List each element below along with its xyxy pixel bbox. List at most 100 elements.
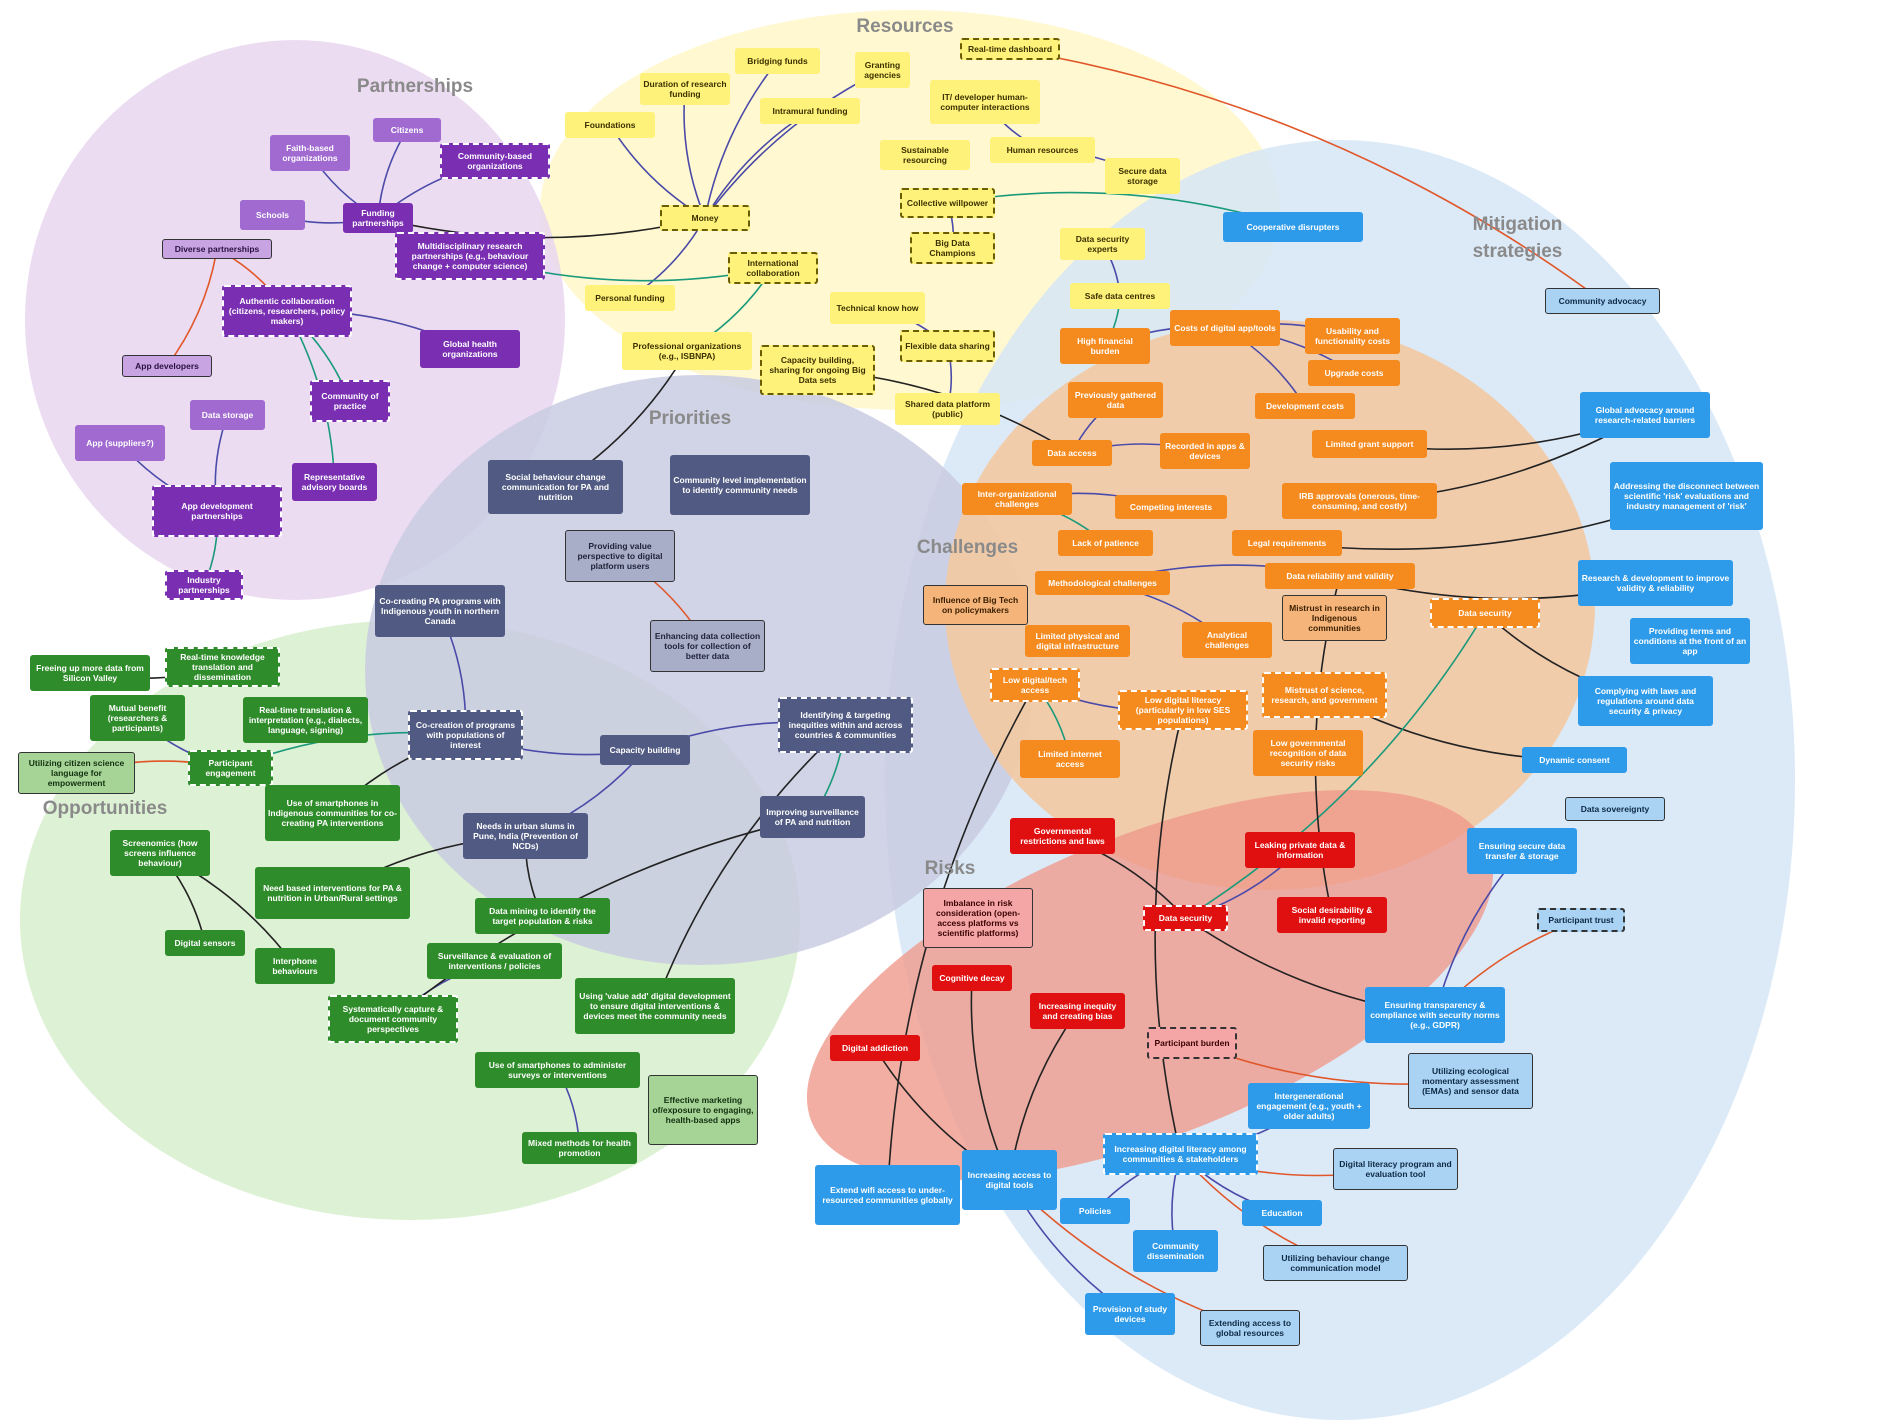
node-smartphones-surveys: Use of smartphones to administer surveys… [475, 1052, 640, 1088]
node-limited-infrastructure: Limited physical and digital infrastruct… [1025, 625, 1130, 657]
arrow-realtime-dashboard-to-community-advocacy [1009, 48, 1604, 302]
node-industry-partnerships: Industry partnerships [165, 570, 243, 600]
risks-title: Risks [924, 858, 976, 879]
node-providing-value: Providing value perspective to digital p… [565, 530, 675, 582]
node-cocreation-programs: Co-creation of programs with populations… [408, 710, 523, 760]
node-cocreating-indigenous: Co-creating PA programs with Indigenous … [375, 585, 505, 637]
node-safe-data-centres: Safe data centres [1070, 283, 1170, 309]
node-providing-terms: Providing terms and conditions at the fr… [1630, 618, 1750, 664]
node-costs-digital-app: Costs of digital app/tools [1170, 310, 1280, 346]
node-low-digital-tech: Low digital/tech access [990, 668, 1080, 702]
node-dynamic-consent: Dynamic consent [1522, 747, 1627, 773]
node-enhancing-data: Enhancing data collection tools for coll… [650, 620, 765, 672]
node-effective-marketing: Effective marketing of/exposure to engag… [648, 1075, 758, 1145]
node-cooperative-disrupters: Cooperative disrupters [1223, 212, 1363, 242]
node-high-financial-burden: High financial burden [1060, 328, 1150, 364]
node-data-sovereignty: Data sovereignty [1565, 797, 1665, 821]
node-data-security-ch: Data security [1430, 598, 1540, 628]
node-intramural-funding: Intramural funding [760, 98, 860, 124]
node-professional-organizations: Professional organizations (e.g., ISBNPA… [622, 332, 752, 370]
node-faith-based: Faith-based organizations [270, 135, 350, 171]
partnerships-title: Partnerships [356, 76, 474, 97]
node-big-data-champions: Big Data Champions [910, 232, 995, 264]
node-mixed-methods: Mixed methods for health promotion [522, 1132, 637, 1164]
node-interphone: Interphone behaviours [255, 948, 335, 984]
node-multidisciplinary: Multidisciplinary research partnerships … [395, 232, 545, 280]
node-citizens: Citizens [373, 118, 441, 142]
node-analytical-challenges: Analytical challenges [1182, 622, 1272, 658]
node-money: Money [660, 205, 750, 231]
node-research-development: Research & development to improve validi… [1578, 560, 1733, 606]
node-community-of-practice: Community of practice [310, 380, 390, 422]
node-capacity-building-sharing: Capacity building, sharing for ongoing B… [760, 345, 875, 395]
node-data-reliability: Data reliability and validity [1265, 563, 1415, 589]
node-mistrust-science: Mistrust of science, research, and gover… [1262, 672, 1387, 718]
arrow-money-to-bridging-funds [704, 60, 779, 219]
node-diverse-partnerships: Diverse partnerships [162, 239, 272, 259]
node-recorded-apps: Recorded in apps & devices [1160, 433, 1250, 469]
node-irb-approvals: IRB approvals (onerous, time-consuming, … [1282, 483, 1437, 519]
node-realtime-dashboard: Real-time dashboard [960, 38, 1060, 60]
node-realtime-knowledge: Real-time knowledge translation and diss… [165, 647, 280, 687]
node-personal-funding: Personal funding [585, 285, 675, 311]
node-development-costs: Development costs [1255, 393, 1355, 419]
node-previously-gathered: Previously gathered data [1068, 382, 1163, 418]
node-data-storage-p: Data storage [190, 400, 265, 430]
node-global-advocacy: Global advocacy around research-related … [1580, 392, 1710, 438]
node-value-add: Using 'value add' digital development to… [575, 978, 735, 1034]
arrow-systematically-capture-to-improving-surveillance [392, 814, 814, 1020]
node-participant-engagement: Participant engagement [188, 750, 273, 786]
node-social-desirability: Social desirability & invalid reporting [1277, 897, 1387, 933]
node-community-advocacy: Community advocacy [1545, 288, 1660, 314]
node-influence-big-tech: Influence of Big Tech on policymakers [923, 585, 1028, 625]
arrow-value-add-to-identifying-inequities [654, 724, 847, 1007]
arrow-data-security-ch-to-data-security-risk [1184, 612, 1486, 919]
node-addressing-disconnect: Addressing the disconnect between scient… [1610, 462, 1763, 530]
node-it-developer: IT/ developer human-computer interaction… [930, 80, 1040, 124]
resources-title: Resources [856, 16, 954, 37]
node-participant-trust: Participant trust [1537, 908, 1625, 932]
node-increasing-inequity: Increasing inequity and creating bias [1030, 993, 1125, 1029]
node-need-based: Need based interventions for PA & nutrit… [255, 867, 410, 919]
node-data-security-experts: Data security experts [1060, 228, 1145, 260]
node-intergenerational: Intergenerational engagement (e.g., yout… [1248, 1083, 1370, 1129]
node-education: Education [1242, 1200, 1322, 1226]
node-extending-access: Extending access to global resources [1200, 1310, 1300, 1346]
arrow-diverse-partnerships-to-app-developers [166, 248, 218, 367]
node-utilizing-citizen: Utilizing citizen science language for e… [18, 752, 135, 794]
node-digital-addiction: Digital addiction [830, 1035, 920, 1061]
node-systematically-capture: Systematically capture & document commun… [328, 995, 458, 1043]
node-community-level: Community level implementation to identi… [670, 455, 810, 515]
node-utilizing-behaviour-change: Utilizing behaviour change communication… [1263, 1245, 1408, 1281]
node-ensuring-secure: Ensuring secure data transfer & storage [1467, 828, 1577, 874]
node-bridging-funds: Bridging funds [735, 48, 820, 74]
node-low-gov-recognition: Low governmental recognition of data sec… [1253, 730, 1363, 776]
node-global-health-orgs: Global health organizations [420, 330, 520, 368]
node-needs-urban-slums: Needs in urban slums in Pune, India (Pre… [463, 813, 588, 859]
node-cognitive-decay: Cognitive decay [932, 965, 1012, 991]
challenges-title: Challenges [916, 537, 1019, 558]
node-international-collaboration: International collaboration [728, 252, 818, 284]
node-increasing-access: Increasing access to digital tools [962, 1150, 1057, 1210]
node-schools: Schools [240, 200, 305, 230]
node-leaking-private: Leaking private data & information [1245, 832, 1355, 868]
node-foundations: Foundations [565, 112, 655, 138]
node-shared-data-platform: Shared data platform (public) [895, 393, 1000, 425]
node-competing-interests: Competing interests [1115, 495, 1227, 519]
node-lack-of-patience: Lack of patience [1058, 530, 1153, 556]
node-participant-burden: Participant burden [1147, 1027, 1237, 1059]
node-sustainable-resourcing: Sustainable resourcing [880, 140, 970, 170]
node-provision-devices: Provision of study devices [1085, 1293, 1175, 1335]
node-collective-willpower: Collective willpower [900, 188, 995, 218]
node-policies: Policies [1060, 1198, 1130, 1224]
node-use-smartphones-indigenous: Use of smartphones in Indigenous communi… [265, 785, 400, 841]
node-inter-org-challenges: Inter-organizational challenges [962, 483, 1072, 515]
node-mistrust-indigenous: Mistrust in research in Indigenous commu… [1282, 595, 1387, 641]
node-improving-surveillance: Improving surveillance of PA and nutriti… [760, 796, 865, 838]
node-increasing-literacy: Increasing digital literacy among commun… [1103, 1133, 1258, 1175]
node-usability-costs: Usability and functionality costs [1305, 318, 1400, 354]
node-limited-grant-support: Limited grant support [1312, 430, 1427, 458]
node-limited-internet: Limited internet access [1020, 740, 1120, 778]
node-legal-requirements: Legal requirements [1232, 530, 1342, 556]
